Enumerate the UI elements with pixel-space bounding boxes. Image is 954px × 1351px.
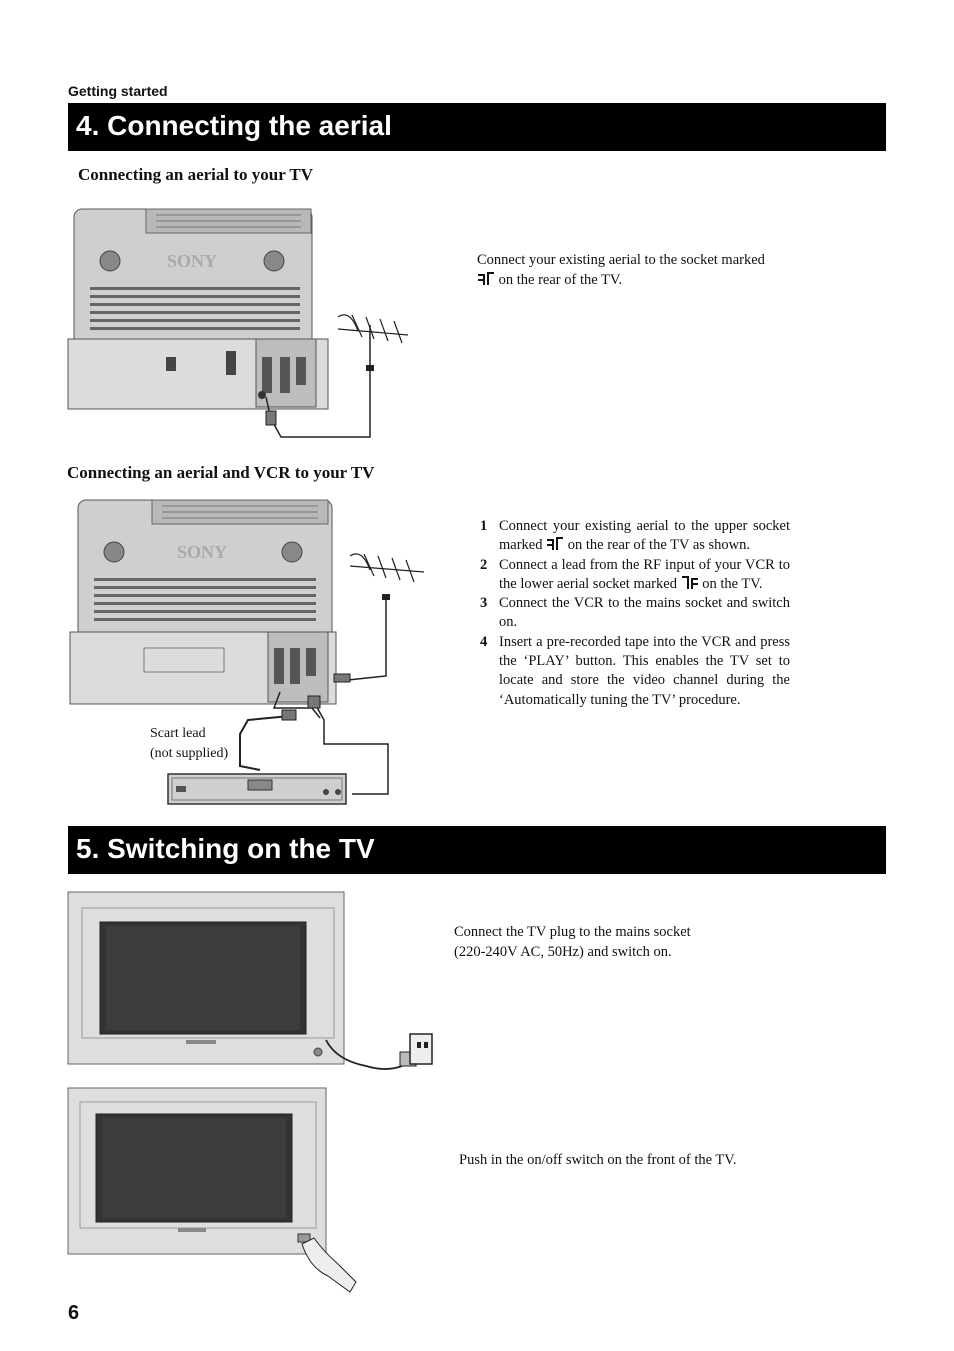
aerial-instruction: Connect your existing aerial to the sock… [477,251,767,290]
section-label: Getting started [68,83,168,99]
lower-aerial-socket-icon [681,575,698,589]
step-number: 1 [480,518,488,534]
mains-socket-instruction: Connect the TV plug to the mains socket … [454,923,691,962]
vcr-steps-list: 1 Connect your existing aerial to the up… [480,517,790,710]
step-text: Connect a lead from the RF input of your… [499,556,790,592]
subheading-aerial: Connecting an aerial to your TV [78,165,314,184]
step-item: 4 Insert a pre-recorded tape into the VC… [480,633,790,710]
page-number: 6 [68,1302,80,1324]
step-text: Connect your existing aerial to the uppe… [499,518,790,554]
step-number: 4 [480,633,488,650]
section-5-banner: 5. Switching on the TV [68,826,886,874]
step-text-end: on the rear of the TV as shown. [567,537,751,554]
step-text: Connect the VCR to the mains socket and … [499,595,790,631]
tv-rear-aerial-illustration: SONY [67,208,409,438]
section-4-banner: 4. Connecting the aerial [68,103,886,151]
mains-instruction-line2: (220-240V AC, 50Hz) and switch on. [454,943,672,960]
scart-lead-label: Scart lead (not supplied) [150,724,228,763]
step-item: 1 Connect your existing aerial to the up… [480,517,790,556]
section-5-title: 5. Switching on the TV [76,833,375,864]
step-item: 3 Connect the VCR to the mains socket an… [480,594,790,633]
aerial-socket-icon [547,537,564,551]
step-number: 2 [480,556,488,573]
power-switch-instruction: Push in the on/off switch on the front o… [459,1152,737,1168]
brand-logo: SONY [167,251,217,271]
brand-logo-2: SONY [177,542,227,562]
scart-lead-label-line2: (not supplied) [150,745,229,761]
aerial-socket-icon [478,271,494,285]
tv-front-power-switch-illustration [67,1087,357,1293]
step-text-end: on the TV. [702,575,763,592]
step-item: 2 Connect a lead from the RF input of yo… [480,556,790,595]
scart-lead-label-line1: Scart lead [150,726,206,741]
subheading-aerial-vcr: Connecting an aerial and VCR to your TV [67,463,375,482]
aerial-instruction-text: Connect your existing aerial to the sock… [477,252,765,268]
mains-instruction-line1: Connect the TV plug to the mains socket [454,924,691,940]
tv-front-plug-illustration [67,891,433,1070]
step-text: Insert a pre-recorded tape into the VCR … [499,633,790,708]
aerial-instruction-text-end: on the rear of the TV. [498,271,623,288]
step-number: 3 [480,595,488,612]
tv-vcr-aerial-illustration: SONY [69,499,425,805]
section-4-title: 4. Connecting the aerial [76,110,392,141]
